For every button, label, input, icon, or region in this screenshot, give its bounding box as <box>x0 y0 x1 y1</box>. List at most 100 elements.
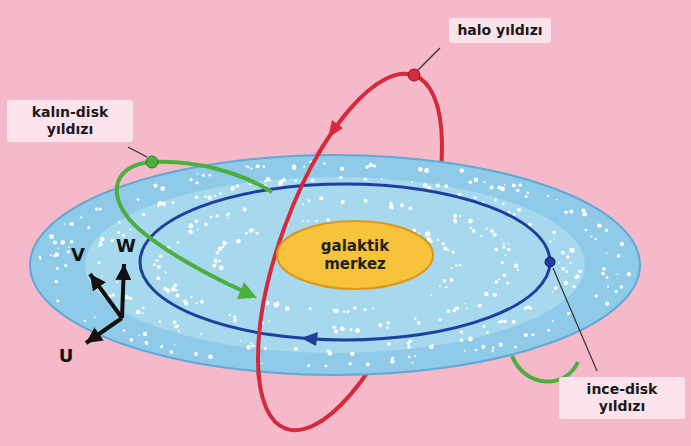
speckle-dot <box>256 231 259 234</box>
speckle-dot <box>68 246 70 248</box>
speckle-dot <box>197 229 199 231</box>
leader-line <box>418 48 440 70</box>
speckle-dot <box>222 246 224 248</box>
speckle-dot <box>389 205 394 210</box>
speckle-dot <box>349 328 352 331</box>
speckle-dot <box>207 196 212 201</box>
speckle-dot <box>209 174 212 177</box>
speckle-dot <box>486 228 488 230</box>
speckle-dot <box>582 213 586 217</box>
speckle-dot <box>125 295 129 299</box>
speckle-dot <box>295 180 297 182</box>
speckle-dot <box>256 164 260 168</box>
speckle-dot <box>275 302 279 306</box>
speckle-dot <box>493 293 497 297</box>
speckle-dot <box>173 283 177 287</box>
speckle-dot <box>464 350 466 352</box>
speckle-dot <box>261 362 263 364</box>
speckle-dot <box>247 166 249 168</box>
speckle-dot <box>503 243 505 245</box>
speckle-dot <box>99 207 102 210</box>
speckle-dot <box>414 318 416 320</box>
speckle-dot <box>307 364 310 367</box>
speckle-dot <box>343 310 345 312</box>
speckle-dot <box>61 240 66 245</box>
speckle-dot <box>524 333 528 337</box>
axis-arrow <box>122 264 124 318</box>
orbit-arrowhead <box>237 282 257 299</box>
speckle-dot <box>50 254 52 256</box>
thin-disk-star <box>545 257 555 267</box>
axis-label: U <box>59 347 74 365</box>
speckle-dot <box>341 200 345 204</box>
speckle-dot <box>194 219 198 223</box>
speckle-dot <box>222 241 227 246</box>
speckle-dot <box>430 294 432 296</box>
speckle-dot <box>514 346 517 349</box>
speckle-dot <box>189 230 193 234</box>
leader-line <box>128 147 147 157</box>
speckle-dot <box>514 264 518 268</box>
leader-line <box>553 268 597 371</box>
speckle-dot <box>309 307 312 310</box>
speckle-dot <box>602 267 606 271</box>
speckle-dot <box>247 345 251 349</box>
speckle-dot <box>171 287 176 292</box>
speckle-dot <box>567 312 570 315</box>
speckle-dot <box>495 280 499 284</box>
speckle-dot <box>414 355 416 357</box>
speckle-dot <box>505 254 507 256</box>
speckle-dot <box>80 216 82 218</box>
speckle-dot <box>118 221 121 224</box>
speckle-dot <box>526 305 530 309</box>
speckle-dot <box>116 281 118 283</box>
speckle-dot <box>512 320 516 324</box>
speckle-dot <box>219 192 221 194</box>
speckle-dot <box>249 228 254 233</box>
speckle-dot <box>466 308 468 310</box>
speckle-dot <box>417 321 421 325</box>
axis-arrow <box>90 274 122 318</box>
speckle-dot <box>503 274 506 277</box>
speckle-dot <box>452 308 456 312</box>
speckle-dot <box>175 289 177 291</box>
speckle-dot <box>170 350 174 354</box>
speckle-dot <box>64 223 66 225</box>
speckle-dot <box>502 203 505 206</box>
speckle-dot <box>570 248 575 253</box>
speckle-dot <box>56 267 59 270</box>
speckle-dot <box>442 242 446 246</box>
speckle-dot <box>315 220 317 222</box>
speckle-dot <box>472 229 476 233</box>
speckle-dot <box>455 221 458 224</box>
speckle-dot <box>547 195 549 197</box>
speckle-dot <box>311 179 315 183</box>
speckle-dot <box>481 345 485 349</box>
speckle-dot <box>214 195 216 197</box>
speckle-dot <box>499 343 503 347</box>
speckle-dot <box>450 278 454 282</box>
speckle-dot <box>372 307 374 309</box>
speckle-dot <box>173 321 177 325</box>
speckle-dot <box>425 234 428 237</box>
speckle-dot <box>245 165 247 167</box>
speckle-dot <box>190 223 192 225</box>
speckle-dot <box>565 270 568 273</box>
speckle-dot <box>606 252 608 254</box>
speckle-dot <box>389 202 392 205</box>
speckle-dot <box>519 183 523 187</box>
speckle-dot <box>196 181 199 184</box>
speckle-dot <box>347 310 350 313</box>
speckle-dot <box>204 196 206 198</box>
galactic-disk <box>30 155 640 375</box>
speckle-dot <box>218 247 222 251</box>
speckle-dot <box>279 180 283 184</box>
thick-disk-orbit <box>117 162 245 292</box>
speckle-dot <box>236 239 241 244</box>
speckle-dot <box>55 252 60 257</box>
speckle-dot <box>369 163 373 167</box>
speckle-dot <box>184 301 188 305</box>
speckle-dot <box>564 210 568 214</box>
speckle-dot <box>569 209 573 213</box>
speckle-dot <box>424 183 427 186</box>
